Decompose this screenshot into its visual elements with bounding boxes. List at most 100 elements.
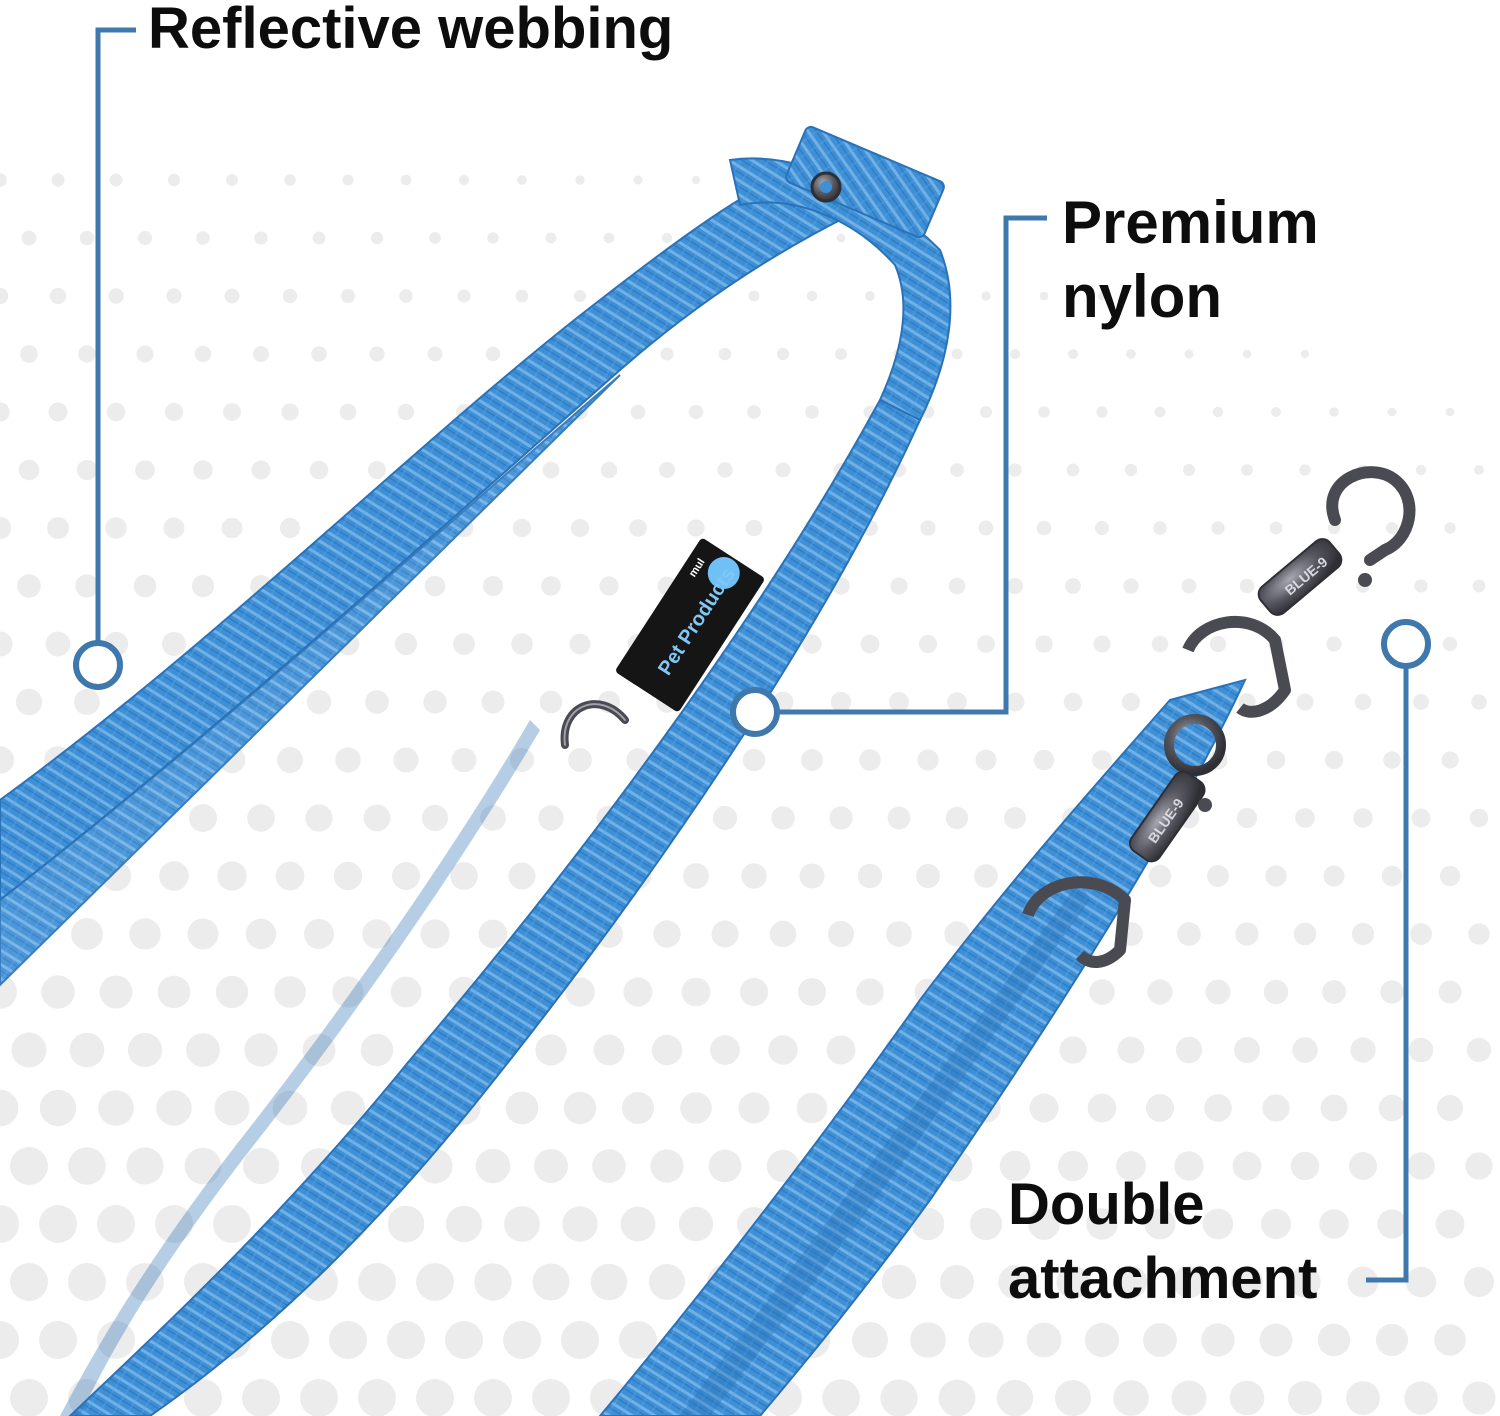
- background-dot: [1241, 464, 1253, 476]
- background-dot: [223, 403, 241, 421]
- background-dot: [251, 460, 271, 480]
- background-dot: [568, 748, 592, 772]
- leash-right-strand: [598, 678, 1247, 1416]
- background-dot: [0, 975, 17, 1009]
- background-dot: [1296, 693, 1314, 711]
- background-dot: [1405, 1266, 1437, 1298]
- background-dot: [622, 1092, 654, 1124]
- background-dot: [573, 289, 587, 303]
- background-dot: [1039, 291, 1049, 301]
- background-dot: [275, 861, 305, 891]
- background-dot: [691, 175, 701, 185]
- background-dot: [1464, 1267, 1494, 1297]
- background-dot: [1437, 1095, 1463, 1121]
- background-dot: [918, 634, 938, 654]
- background-dot: [187, 918, 219, 950]
- background-dot: [39, 1205, 77, 1243]
- background-dot: [741, 863, 767, 889]
- background-dot: [99, 975, 133, 1009]
- background-dot: [1442, 636, 1458, 652]
- background-dot: [1239, 578, 1255, 594]
- background-dot: [592, 1149, 626, 1183]
- background-dot: [253, 346, 269, 362]
- background-dot: [768, 1035, 798, 1065]
- background-dot: [980, 406, 992, 418]
- background-dot: [1114, 1265, 1148, 1299]
- background-dot: [999, 1150, 1031, 1182]
- background-dot: [653, 920, 681, 948]
- background-dot: [1212, 406, 1224, 418]
- background-dot: [1299, 464, 1311, 476]
- background-dot: [517, 175, 527, 185]
- background-dot: [603, 232, 615, 244]
- background-dot: [1465, 1152, 1493, 1180]
- background-dot: [0, 1205, 19, 1243]
- background-dot: [1006, 577, 1024, 595]
- background-dot: [416, 1263, 454, 1301]
- background-dot: [333, 861, 363, 891]
- background-dot: [1415, 464, 1427, 476]
- background-dot: [535, 1034, 567, 1066]
- background-dot: [51, 173, 65, 187]
- background-dot: [545, 232, 557, 244]
- callout-double-line: [1366, 619, 1431, 1283]
- background-dot: [21, 230, 37, 246]
- background-dot: [1035, 635, 1053, 653]
- background-dot: [156, 1090, 192, 1126]
- background-dot: [938, 1379, 976, 1416]
- background-dot: [1354, 693, 1372, 711]
- background-dot: [1472, 579, 1486, 593]
- background-dot: [505, 1091, 539, 1125]
- background-dot: [881, 1264, 917, 1300]
- background-dot: [397, 403, 415, 421]
- background-dot: [214, 1090, 250, 1126]
- background-dot: [282, 288, 298, 304]
- background-dot: [571, 519, 589, 537]
- background-dot: [1146, 1094, 1174, 1122]
- background-dot: [738, 1092, 770, 1124]
- background-dot: [798, 978, 826, 1006]
- background-dot: [1231, 1266, 1263, 1298]
- background-dot: [483, 576, 503, 596]
- background-dot: [534, 1149, 568, 1183]
- background-dot: [304, 919, 334, 949]
- background-dot: [106, 402, 126, 422]
- background-dot: [215, 975, 249, 1009]
- background-dot: [742, 748, 766, 772]
- background-dot: [475, 1148, 511, 1184]
- background-dot: [127, 1032, 163, 1068]
- background-dot: [421, 804, 449, 832]
- background-dot: [1439, 865, 1461, 887]
- background-dot: [1028, 1208, 1060, 1240]
- background-dot: [978, 520, 994, 536]
- background-dot: [508, 862, 536, 890]
- background-dot: [539, 690, 563, 714]
- background-dot: [1177, 922, 1201, 946]
- background-dot: [157, 975, 191, 1009]
- background-dot: [358, 1263, 396, 1301]
- background-dot: [1116, 1151, 1146, 1181]
- background-dot: [390, 976, 422, 1008]
- background-dot: [75, 574, 99, 598]
- background-dot: [305, 804, 333, 832]
- background-dot: [450, 862, 478, 890]
- background-dot: [830, 691, 852, 713]
- background-dot: [105, 517, 127, 539]
- background-dot: [1153, 521, 1167, 535]
- background-dot: [852, 1322, 888, 1358]
- background-dot: [745, 519, 763, 537]
- background-dot: [1404, 1381, 1438, 1415]
- background-dot: [1346, 1381, 1380, 1415]
- background-dot: [163, 517, 185, 539]
- background-dot: [1055, 1380, 1091, 1416]
- background-dot: [515, 289, 529, 303]
- background-dot: [213, 1205, 251, 1243]
- callout-nylon-marker: [730, 687, 780, 737]
- background-dot: [420, 919, 450, 949]
- background-dot: [457, 289, 471, 303]
- background-dot: [1287, 1380, 1323, 1416]
- background-dot: [940, 1265, 974, 1299]
- background-dot: [747, 405, 761, 419]
- background-dot: [98, 1090, 134, 1126]
- background-dot: [1201, 1323, 1235, 1357]
